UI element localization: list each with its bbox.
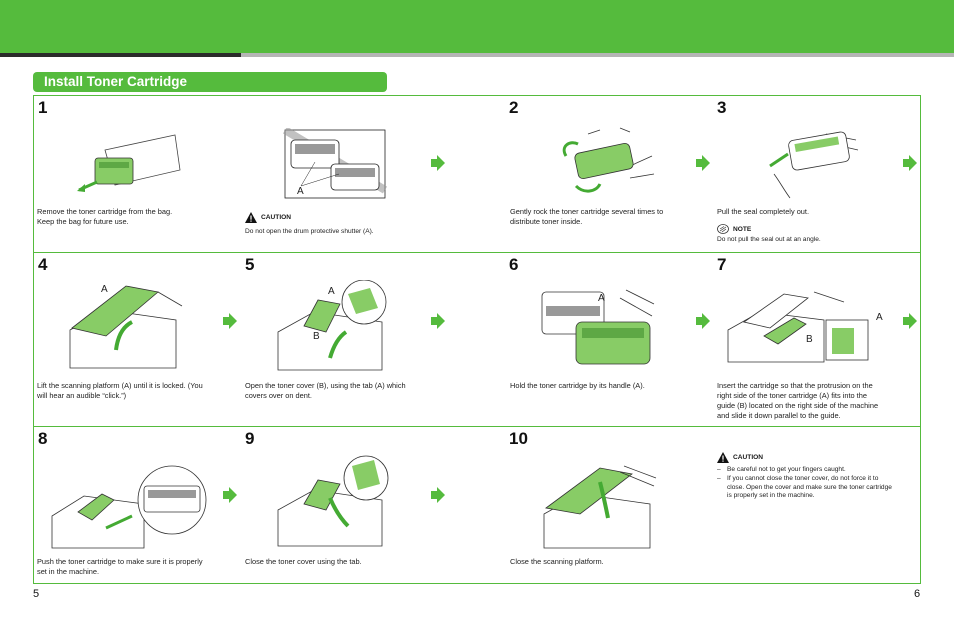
caution-text: Do not open the drum protective shutter …: [245, 228, 374, 235]
step-6-text: Hold the toner cartridge by its handle (…: [510, 381, 645, 390]
step-1-illustration: [75, 130, 185, 200]
step-7-text: Insert the cartridge so that the protrus…: [717, 381, 879, 420]
warning-icon: [717, 452, 729, 463]
step-10-illustration: [540, 462, 658, 552]
next-arrow-icon: [903, 155, 917, 171]
caution-heading: CAUTION: [245, 212, 291, 223]
next-arrow-icon: [696, 313, 710, 329]
label-a: A: [328, 286, 335, 297]
note-text: Do not pull the seal out at an angle.: [717, 236, 821, 243]
next-arrow-icon: [223, 313, 237, 329]
step-2-text: Gently rock the toner cartridge several …: [510, 207, 664, 226]
step-2-illustration: [560, 126, 656, 198]
warning-icon: [245, 212, 257, 223]
next-arrow-icon: [431, 313, 445, 329]
step-9-text: Close the toner cover using the tab.: [245, 557, 362, 566]
label-a: A: [876, 312, 883, 323]
row-divider-2: [33, 426, 921, 427]
header-band-gray-segment: [241, 53, 954, 57]
step-6-illustration: [540, 286, 656, 372]
next-arrow-icon: [431, 155, 445, 171]
step-4-illustration: [66, 280, 184, 372]
step-number: 6: [509, 255, 519, 274]
list-item: If you cannot close the toner cover, do …: [717, 475, 893, 501]
step-1-text: Remove the toner cartridge from the bag.…: [37, 207, 173, 226]
step-number: 9: [245, 429, 255, 448]
note-icon: [717, 224, 729, 234]
page-number-right: 6: [914, 588, 921, 600]
step-number: 5: [245, 255, 255, 274]
step-number: 1: [38, 98, 48, 117]
step-3-illustration: [766, 126, 862, 200]
note-heading: NOTE: [717, 224, 751, 234]
label-a: A: [598, 293, 605, 304]
header-band: [0, 0, 954, 53]
label-b: B: [313, 331, 320, 342]
step-3-text: Pull the seal completely out.: [717, 207, 810, 216]
step-9-illustration: [274, 454, 392, 550]
step-7-illustration: [724, 288, 886, 364]
step-number: 10: [509, 429, 528, 448]
step-number: 3: [717, 98, 727, 117]
step-number: 7: [717, 255, 727, 274]
next-arrow-icon: [223, 487, 237, 503]
step-10-text: Close the scanning platform.: [510, 557, 604, 566]
step-5-illustration: [274, 280, 392, 374]
next-arrow-icon: [903, 313, 917, 329]
step-number: 4: [38, 255, 48, 274]
next-arrow-icon: [431, 487, 445, 503]
steps-frame: [33, 95, 921, 584]
list-item: Be careful not to get your fingers caugh…: [717, 466, 893, 475]
header-band-dark-segment: [0, 53, 241, 57]
label-a: A: [297, 186, 304, 197]
caution-heading: CAUTION: [717, 452, 763, 463]
drum-shutter-illustration: [283, 128, 393, 200]
step-8-text: Push the toner cartridge to make sure it…: [37, 557, 203, 576]
step-5-text: Open the toner cover (B), using the tab …: [245, 381, 406, 400]
section-title: Install Toner Cartridge: [33, 72, 387, 92]
page-number-left: 5: [33, 588, 40, 600]
label-b: B: [806, 334, 813, 345]
step-4-text: Lift the scanning platform (A) until it …: [37, 381, 203, 400]
step-number: 8: [38, 429, 48, 448]
step-number: 2: [509, 98, 519, 117]
next-arrow-icon: [696, 155, 710, 171]
caution-list: Be careful not to get your fingers caugh…: [717, 466, 893, 501]
step-8-illustration: [48, 460, 208, 552]
label-a: A: [101, 284, 108, 295]
row-divider-1: [33, 252, 921, 253]
